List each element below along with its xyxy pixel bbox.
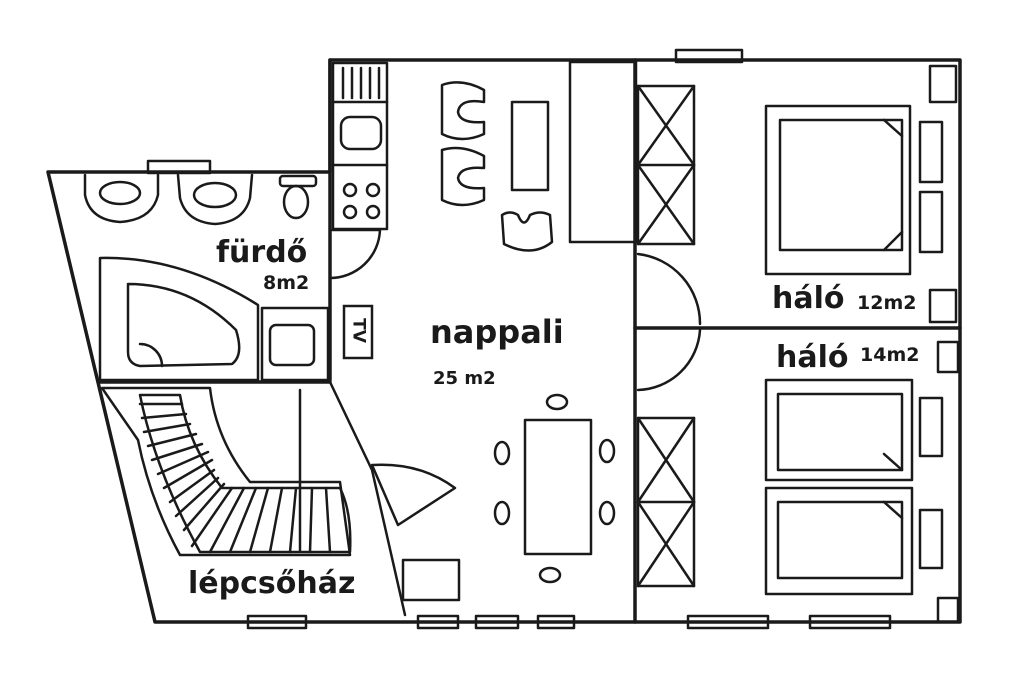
- nightstand-icon: [918, 396, 944, 458]
- dining-table-icon: [523, 418, 593, 556]
- living-room-label: nappali: [430, 313, 564, 351]
- bedroom-top-label: háló: [772, 281, 845, 316]
- door-swing: [370, 463, 457, 527]
- window-living-2: [474, 614, 520, 630]
- door-swing: [636, 252, 702, 326]
- bathroom-area: 8m2: [263, 272, 310, 294]
- bedroom-bottom-area: 14m2: [860, 344, 920, 366]
- coffee-table-icon: [510, 100, 550, 192]
- stove-burner-icon: [365, 182, 381, 198]
- nightstand-icon: [918, 508, 944, 570]
- double-bed-icon: [764, 104, 912, 276]
- shelf-icon: [936, 596, 960, 624]
- dining-chair-icon: [598, 500, 616, 526]
- window-bedroom-2: [808, 614, 892, 630]
- living-room-area: 25 m2: [433, 368, 496, 389]
- window-stairwell: [246, 614, 308, 630]
- toilet-icon: [278, 174, 318, 188]
- dining-chair-icon: [493, 500, 511, 526]
- washbasin-icon: [83, 173, 160, 224]
- tv-icon: TV: [342, 304, 374, 360]
- wardrobes: [636, 84, 702, 588]
- bathtub-icon: [98, 256, 260, 382]
- window-bathroom: [146, 159, 212, 175]
- bathroom-fixtures: [83, 173, 330, 382]
- chair-icon: [440, 146, 486, 207]
- windows: [146, 48, 892, 630]
- bedroom-furniture: [764, 64, 960, 624]
- cabinet-icon: [401, 558, 461, 602]
- single-bed-icon: [764, 378, 914, 482]
- shelf-icon: [936, 340, 960, 374]
- nightstand-icon: [918, 120, 944, 184]
- stove-burner-icon: [365, 204, 381, 220]
- tv-label: TV: [348, 318, 369, 343]
- staircase-icon: [100, 380, 407, 617]
- stove-burner-icon: [342, 204, 358, 220]
- dining-chair-icon: [493, 440, 511, 466]
- living-furniture: [370, 60, 638, 602]
- washing-machine-icon: [268, 323, 316, 367]
- bedroom-bottom-label: háló: [776, 340, 849, 375]
- dining-chair-icon: [538, 566, 562, 584]
- sofa-icon: [568, 60, 638, 244]
- stairwell-label: lépcsőház: [188, 566, 356, 601]
- shelf-icon: [928, 64, 958, 104]
- bathroom-label: fürdő: [216, 235, 308, 270]
- shelf-icon: [928, 288, 958, 324]
- window-living-1: [416, 614, 460, 630]
- door-swing: [636, 328, 702, 392]
- dining-chair-icon: [545, 393, 569, 411]
- bedroom-top-area: 12m2: [857, 292, 917, 314]
- window-living-3: [536, 614, 576, 630]
- chair-icon: [440, 81, 486, 141]
- nightstand-icon: [918, 190, 944, 254]
- washbasin-icon: [176, 173, 254, 226]
- window-top: [674, 48, 744, 64]
- armchair-icon: [500, 211, 554, 252]
- kitchen: [328, 61, 389, 280]
- stove-burner-icon: [342, 182, 358, 198]
- dining-chair-icon: [598, 438, 616, 464]
- sink-icon: [339, 115, 383, 151]
- single-bed-icon: [764, 486, 914, 596]
- window-bedroom-1: [686, 614, 770, 630]
